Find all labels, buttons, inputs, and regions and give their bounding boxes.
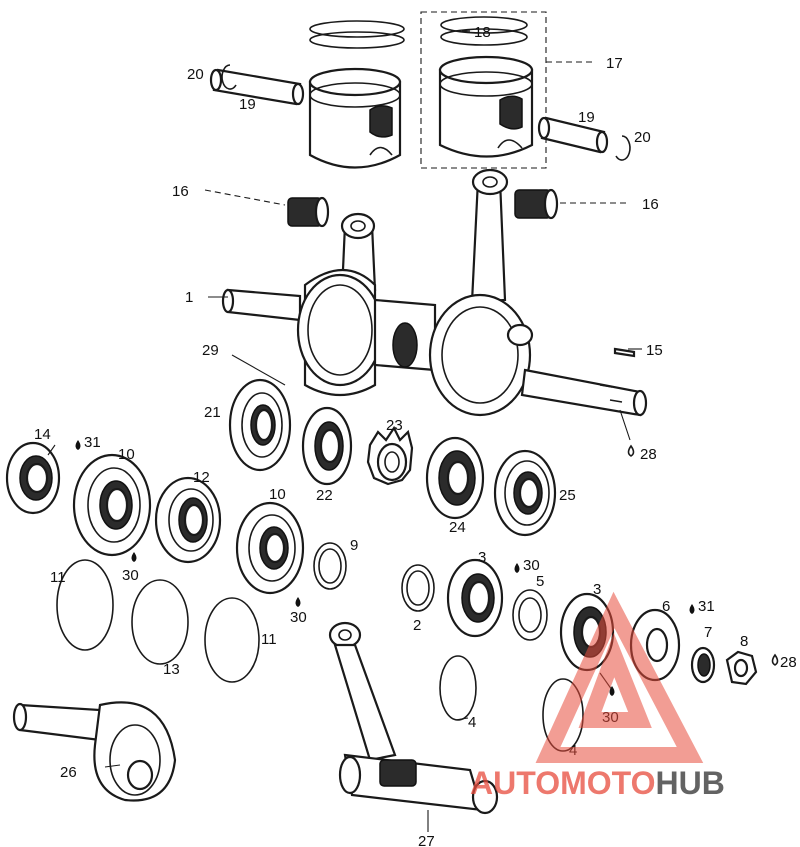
part-label-31-right: 31: [698, 598, 715, 615]
part-label-15: 15: [646, 342, 663, 359]
part-label-30-middle: 30: [290, 609, 307, 626]
part-label-26: 26: [60, 764, 77, 781]
part-label-11-right: 11: [261, 631, 277, 648]
needle-bearing-left: [287, 196, 330, 228]
oil-drop-icon: [514, 563, 520, 573]
part-label-16-left: 16: [172, 183, 189, 200]
part-label-30-center: 30: [523, 557, 540, 574]
watermark-logo: AUTOMOTOHUB: [470, 591, 725, 801]
washer-9: [313, 542, 347, 590]
part-label-16-right: 16: [642, 196, 659, 213]
part-label-17: 17: [606, 55, 623, 72]
part-label-30-left: 30: [122, 567, 139, 584]
circlip-right: [615, 135, 631, 161]
o-ring-11-right: [204, 597, 260, 683]
connecting-rod-right: [470, 168, 509, 304]
bearing-25: [493, 449, 557, 537]
part-label-1: 1: [185, 289, 193, 306]
o-ring-11-left: [56, 559, 114, 651]
part-label-23: 23: [386, 417, 403, 434]
part-label-20-right: 20: [634, 129, 651, 146]
piston-ring-left: [309, 20, 405, 49]
part-label-9: 9: [350, 537, 358, 554]
oil-drop-icon: [131, 552, 137, 562]
part-label-18: 18: [474, 24, 491, 41]
part-label-19-right: 19: [578, 109, 595, 126]
balance-shaft-26: [12, 701, 177, 802]
part-label-2: 2: [413, 617, 421, 634]
bearing-10-left: [72, 453, 152, 557]
oil-drop-outline-icon: [771, 653, 779, 666]
watermark-word-accent: AUTOMOTO: [470, 765, 655, 801]
part-label-13: 13: [163, 661, 180, 678]
watermark-triangle-icon: [535, 591, 704, 763]
oil-drop-icon: [689, 604, 695, 614]
shim-5: [512, 589, 548, 641]
piston-assembly-box: [420, 11, 547, 169]
piston-right: [438, 55, 534, 158]
seal-14: [5, 441, 61, 515]
gear-23: [366, 425, 414, 486]
part-label-6: 6: [662, 598, 670, 615]
watermark-word-main: HUB: [655, 765, 724, 801]
needle-bearing-right: [514, 188, 559, 220]
watermark-text: AUTOMOTOHUB: [470, 765, 725, 801]
part-label-7: 7: [704, 624, 712, 641]
part-label-14: 14: [34, 426, 51, 443]
seal-22: [301, 406, 353, 486]
part-label-29: 29: [202, 342, 219, 359]
piston-ring-right: [440, 16, 528, 46]
oil-drop-icon: [295, 597, 301, 607]
oil-drop-icon: [609, 686, 615, 696]
part-label-11-left: 11: [50, 569, 66, 586]
piston-pin-right: [537, 116, 609, 154]
o-ring-13: [131, 579, 189, 665]
piston-pin-left: [209, 68, 305, 106]
oil-drop-icon: [75, 440, 81, 450]
circlip-left: [221, 64, 237, 90]
oil-drop-outline-icon: [627, 444, 635, 457]
seal-12: [154, 476, 222, 564]
oil-drop-icons: [75, 440, 779, 696]
part-label-19-left: 19: [239, 96, 256, 113]
piston-left: [308, 67, 402, 169]
part-label-31-left: 31: [84, 434, 101, 451]
part-label-10-left: 10: [118, 446, 135, 463]
part-label-5: 5: [536, 573, 544, 590]
part-label-21: 21: [204, 404, 221, 421]
o-ring-4-center: [439, 655, 477, 721]
part-label-27: 27: [418, 833, 435, 847]
part-label-12: 12: [193, 469, 210, 486]
balance-rod-27: [328, 621, 499, 815]
part-label-28-nut: 28: [780, 654, 797, 671]
part-labels: 1 2 3 3 4 4 5 6 7 8 9 10 10 11 11 12 13 …: [34, 24, 797, 847]
part-label-28-shaft: 28: [640, 446, 657, 463]
part-label-3-right: 3: [593, 581, 601, 598]
part-label-3-center: 3: [478, 549, 486, 566]
bearing-10-middle: [235, 501, 305, 595]
washer-2: [401, 564, 435, 612]
part-label-8: 8: [740, 633, 748, 650]
part-label-20-left: 20: [187, 66, 204, 83]
nut-8: [725, 650, 758, 686]
part-label-24: 24: [449, 519, 466, 536]
part-label-4-center: 4: [468, 714, 476, 731]
part-label-22: 22: [316, 487, 333, 504]
washer-7: [690, 646, 716, 684]
watermark-inner-triangle-icon: [578, 632, 652, 728]
part-label-10-middle: 10: [269, 486, 286, 503]
woodruff-key: [613, 347, 636, 358]
bearing-3-center: [446, 558, 504, 638]
part-label-25: 25: [559, 487, 576, 504]
crankshaft: [221, 268, 648, 417]
bearing-24: [425, 436, 485, 520]
bearing-21: [228, 378, 292, 472]
